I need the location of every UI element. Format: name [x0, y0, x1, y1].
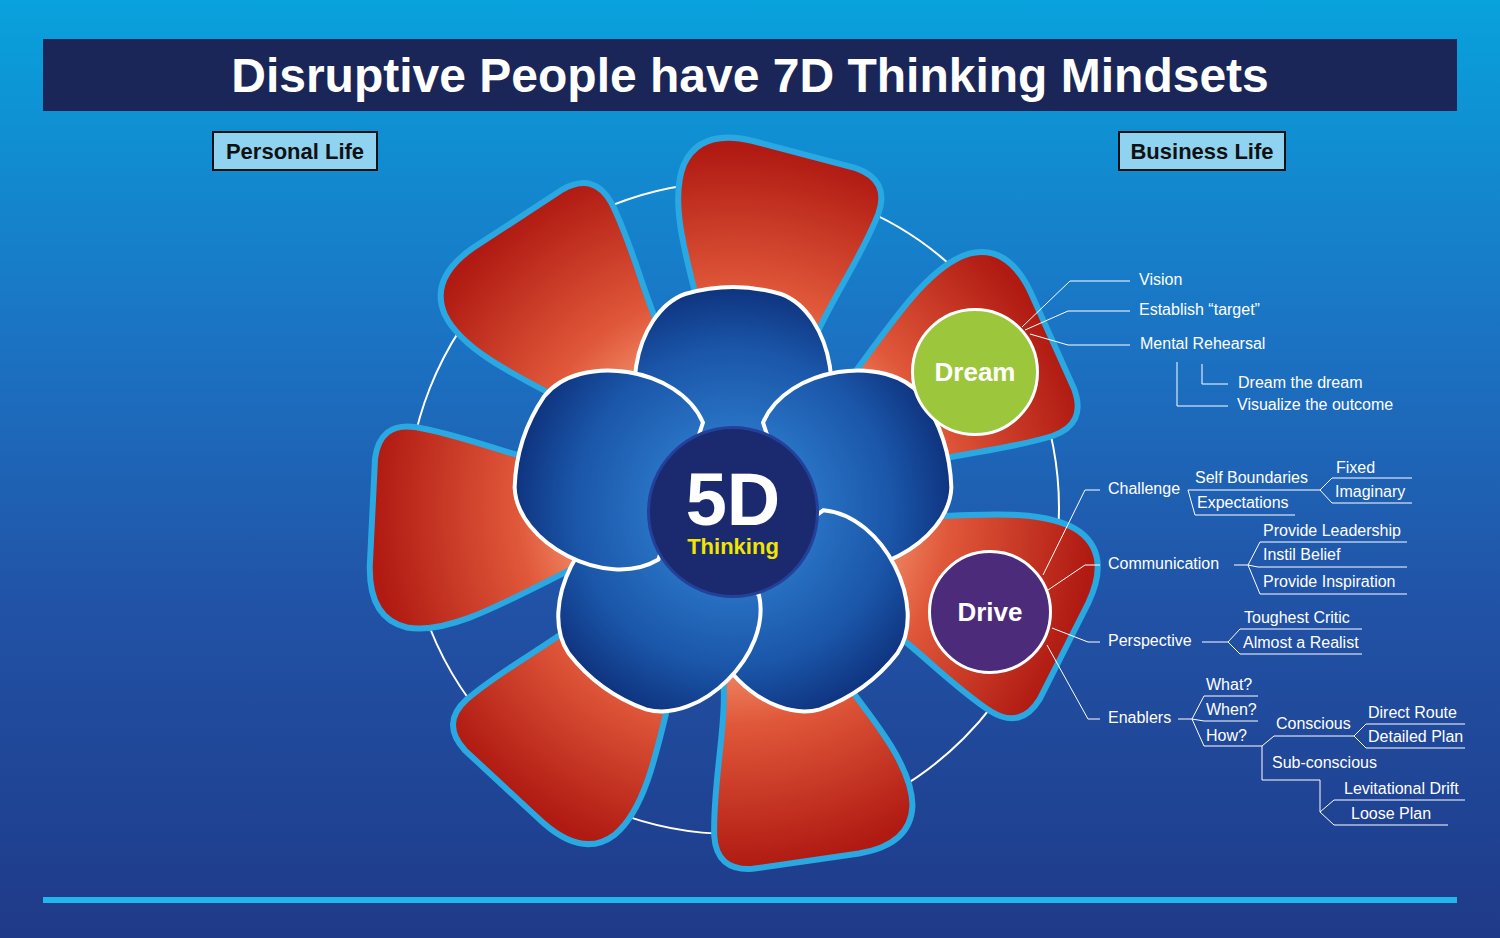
center-circle: 5DThinking [647, 426, 819, 598]
node-content: Business Life [1118, 131, 1286, 171]
branch-label: Almost a Realist [1243, 634, 1359, 652]
node-title: Personal Life [226, 139, 364, 164]
box-outline [1119, 132, 1285, 170]
circle-outline [930, 552, 1051, 673]
leader-line [1248, 565, 1407, 567]
branch-label: Imaginary [1335, 483, 1405, 501]
branch-label: Dream the dream [1238, 374, 1363, 392]
node-content: Dream [911, 308, 1039, 436]
life-box: Business Life [1118, 131, 1286, 171]
leader-line [1192, 719, 1262, 746]
node-content: 5DThinking [647, 426, 819, 598]
leader-line [1048, 565, 1100, 590]
leader-line [1025, 311, 1130, 330]
branch-label: Instil Belief [1263, 546, 1340, 564]
leader-line [1178, 696, 1258, 719]
leader-line [1262, 736, 1354, 746]
branch-label: Visualize the outcome [1237, 396, 1393, 414]
box-outline [213, 132, 377, 170]
dream-circle: Dream [911, 308, 1039, 436]
branch-label: Toughest Critic [1244, 609, 1350, 627]
branch-label: Expectations [1197, 494, 1289, 512]
node-subtitle: Thinking [687, 535, 779, 559]
node-title: Drive [957, 597, 1022, 627]
branch-label: Self Boundaries [1195, 469, 1308, 487]
leader-line [1043, 490, 1100, 575]
leader-line [1177, 362, 1228, 406]
leader-lines [1022, 281, 1465, 825]
branch-label: Levitational Drift [1344, 780, 1459, 798]
blue-petals [492, 287, 973, 745]
leader-line [1022, 281, 1130, 327]
node-title: 5D [686, 465, 781, 535]
circle-outline [649, 428, 818, 597]
branch-label: Vision [1139, 271, 1182, 289]
branch-label: Perspective [1108, 632, 1192, 650]
branch-label: Conscious [1276, 715, 1351, 733]
branch-label: Challenge [1108, 480, 1180, 498]
branch-label: Provide Inspiration [1263, 573, 1396, 591]
branch-label: When? [1206, 701, 1257, 719]
branch-label: Detailed Plan [1368, 728, 1463, 746]
circle-outline [913, 310, 1038, 435]
branch-label: Direct Route [1368, 704, 1457, 722]
diagram-title: Disruptive People have 7D Thinking Minds… [43, 39, 1457, 111]
red-petals [365, 129, 1113, 884]
title-bar [43, 39, 1457, 111]
branch-label: Establish “target” [1139, 301, 1260, 319]
branch-label: Provide Leadership [1263, 522, 1401, 540]
node-content: Drive [928, 550, 1052, 674]
leader-line [1202, 364, 1228, 384]
leader-line [1248, 565, 1407, 594]
branch-label: Sub-conscious [1272, 754, 1377, 772]
branch-label: What? [1206, 676, 1252, 694]
branch-label: Fixed [1336, 459, 1375, 477]
drive-circle: Drive [928, 550, 1052, 674]
leader-line [1052, 628, 1100, 642]
leader-line [1188, 490, 1320, 491]
leader-line [1234, 542, 1407, 565]
life-box: Personal Life [212, 131, 378, 171]
leader-line [1047, 645, 1100, 719]
footer-bar [43, 897, 1457, 903]
node-content: Personal Life [212, 131, 378, 171]
node-title: Business Life [1130, 139, 1273, 164]
leader-line [1192, 719, 1258, 721]
branch-label: Loose Plan [1351, 805, 1431, 823]
node-title: Dream [935, 357, 1016, 387]
branch-label: How? [1206, 727, 1247, 745]
branch-label: Enablers [1108, 709, 1171, 727]
leader-line [1030, 334, 1130, 345]
branch-label: Mental Rehearsal [1140, 335, 1265, 353]
leader-line [1188, 490, 1295, 515]
branch-label: Communication [1108, 555, 1219, 573]
